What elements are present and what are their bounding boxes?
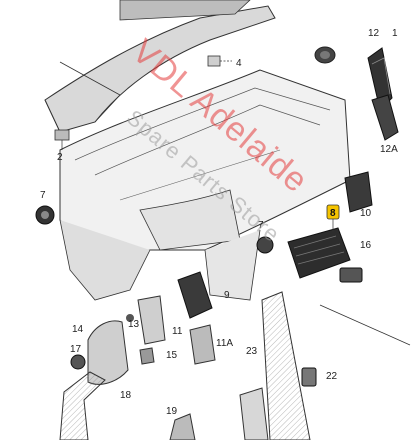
callout-23: 23 <box>246 346 258 357</box>
cap-17 <box>70 354 86 370</box>
side-vent-12 <box>367 47 393 111</box>
leader-line <box>319 304 411 346</box>
part-15 <box>139 347 155 365</box>
callout-11: 11 <box>172 326 183 337</box>
callout-8: 8 <box>330 208 336 219</box>
callout-4: 4 <box>236 58 242 69</box>
callout-2: 2 <box>57 152 63 163</box>
callout-9: 9 <box>224 290 230 301</box>
vent-9 <box>177 271 213 319</box>
callout-13: 13 <box>128 319 140 330</box>
callout-7-right: 7 <box>258 220 264 231</box>
callout-labels: 2 4 12 1 12A 7 7 10 8 16 9 11 11A 13 14 … <box>40 28 398 417</box>
callout-12: 12 <box>368 28 380 39</box>
callout-22: 22 <box>326 371 338 382</box>
side-vent-12a <box>371 94 399 141</box>
round-vent-right <box>256 236 274 254</box>
dashboard-body <box>59 69 351 301</box>
callout-19: 19 <box>166 406 178 417</box>
duct-18 <box>59 371 106 440</box>
small-bracket-2 <box>54 129 70 150</box>
pillar-trim-23 <box>239 291 311 440</box>
round-vent-left <box>35 205 55 225</box>
dashboard-top-cover <box>44 0 276 133</box>
callout-15: 15 <box>166 350 178 361</box>
switch-16 <box>339 267 363 283</box>
callout-12a: 12A <box>380 144 398 155</box>
callout-11a: 11A <box>216 338 233 349</box>
clip-part <box>207 55 232 67</box>
bracket-19 <box>169 413 196 440</box>
callout-7-left: 7 <box>40 190 46 201</box>
lower-bracket-13 <box>126 295 166 345</box>
callout-16: 16 <box>360 240 372 251</box>
callout-18: 18 <box>120 390 132 401</box>
clip-22 <box>301 367 317 387</box>
callout-17: 17 <box>70 344 82 355</box>
part-11a <box>189 324 216 365</box>
callout-10: 10 <box>360 208 372 219</box>
center-vent-highlighted <box>287 204 351 279</box>
round-vent-top <box>314 46 336 64</box>
callout-1: 1 <box>392 28 398 39</box>
callout-14: 14 <box>72 324 84 335</box>
side-vent-10 <box>344 171 373 213</box>
